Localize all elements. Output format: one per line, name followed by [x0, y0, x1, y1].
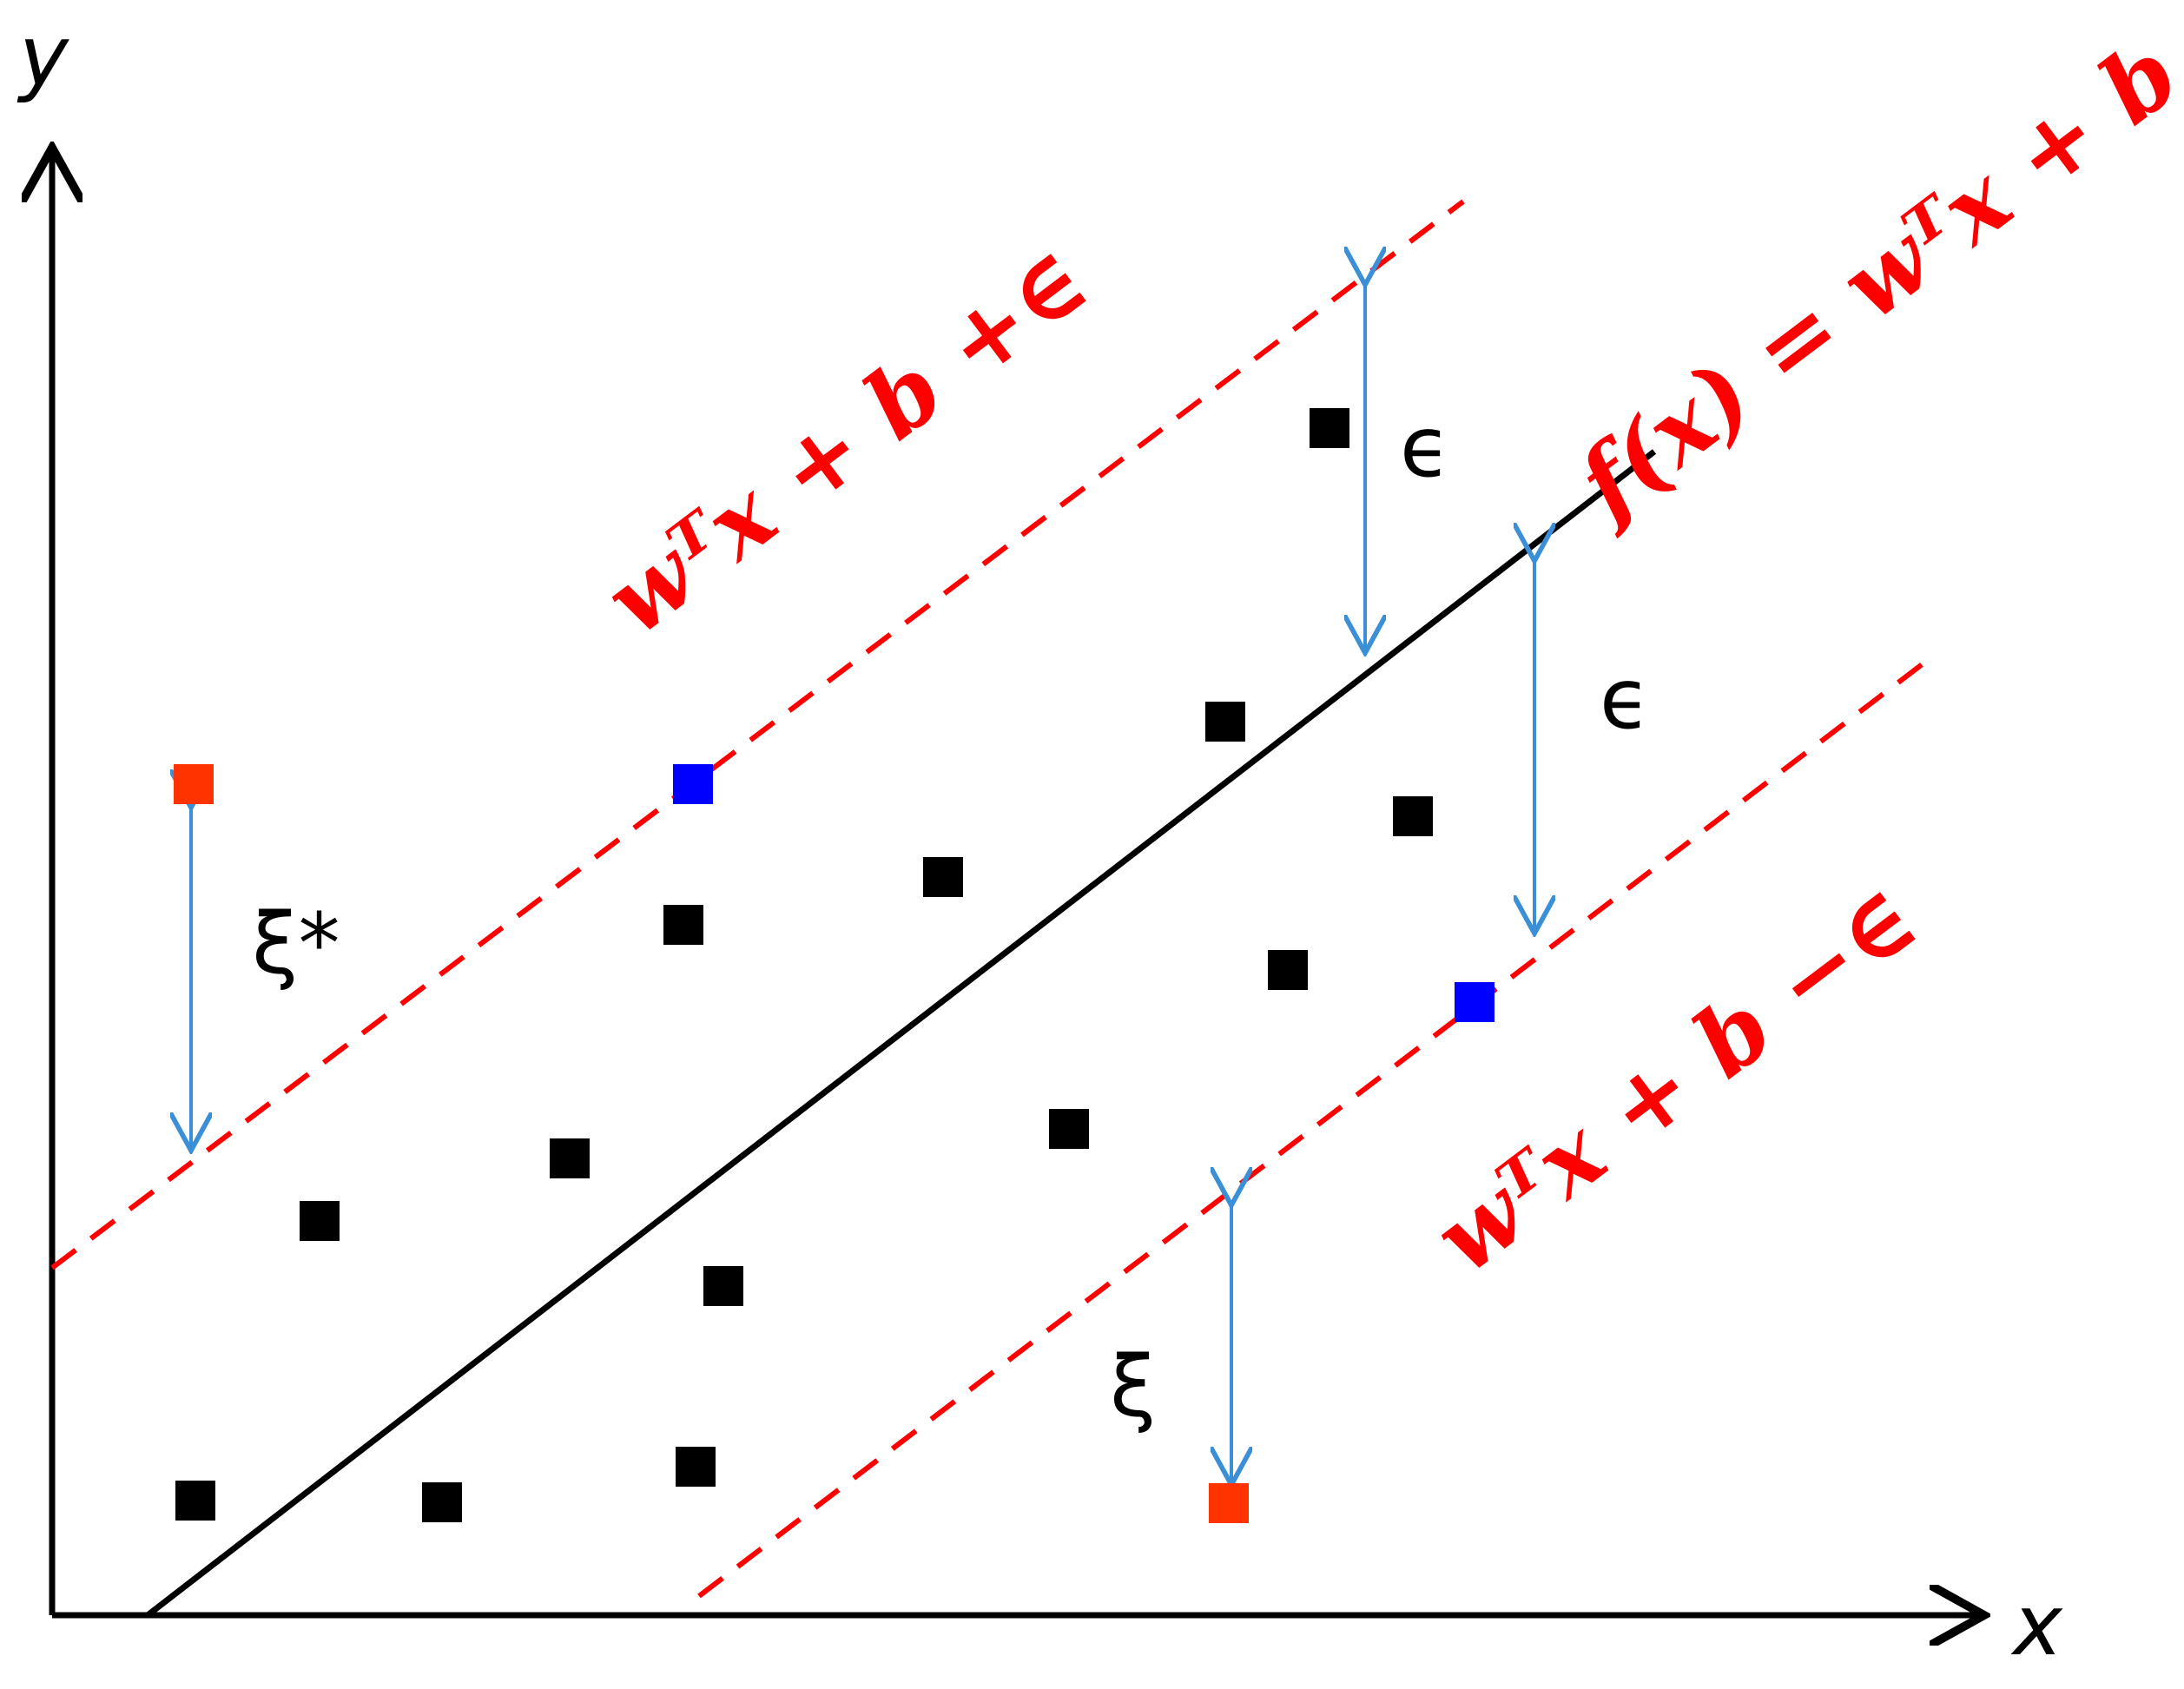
- regression-line: [145, 449, 1657, 1618]
- inside-points: [175, 408, 1433, 1522]
- lower-margin-equation: wᵀx + b −∈: [1415, 864, 1937, 1295]
- y-axis-label: y: [16, 8, 69, 105]
- outliers: [174, 764, 1249, 1523]
- data-point: [676, 1447, 716, 1487]
- epsilon-lower-label: ϵ: [1600, 650, 1651, 748]
- regression-equation: f(x) = wᵀx + b: [1554, 19, 2184, 543]
- data-point: [703, 1266, 743, 1306]
- data-point: [550, 1138, 590, 1178]
- data-point: [1310, 408, 1349, 448]
- xi-label: ξ: [1110, 1338, 1157, 1435]
- upper-margin-equation: wᵀx + b +∈: [586, 226, 1108, 656]
- support-vectors: [673, 764, 1494, 1022]
- outlier-above: [174, 764, 214, 804]
- data-point: [923, 857, 963, 897]
- data-point: [663, 905, 703, 945]
- outlier-below: [1209, 1483, 1249, 1523]
- lower-margin-line: [697, 657, 1930, 1599]
- x-axis-label: x: [2010, 1577, 2063, 1674]
- support-vector-upper: [673, 764, 713, 804]
- epsilon-upper-label: ϵ: [1400, 399, 1451, 496]
- data-point: [1268, 950, 1308, 990]
- xi-star-label: ξ*: [252, 895, 340, 993]
- data-point: [1393, 796, 1433, 836]
- data-point: [175, 1481, 215, 1521]
- data-point: [300, 1201, 340, 1241]
- support-vector-lower: [1455, 982, 1494, 1022]
- data-point: [422, 1482, 462, 1522]
- upper-margin-line: [50, 199, 1465, 1270]
- data-point: [1205, 702, 1245, 742]
- data-point: [1049, 1109, 1089, 1149]
